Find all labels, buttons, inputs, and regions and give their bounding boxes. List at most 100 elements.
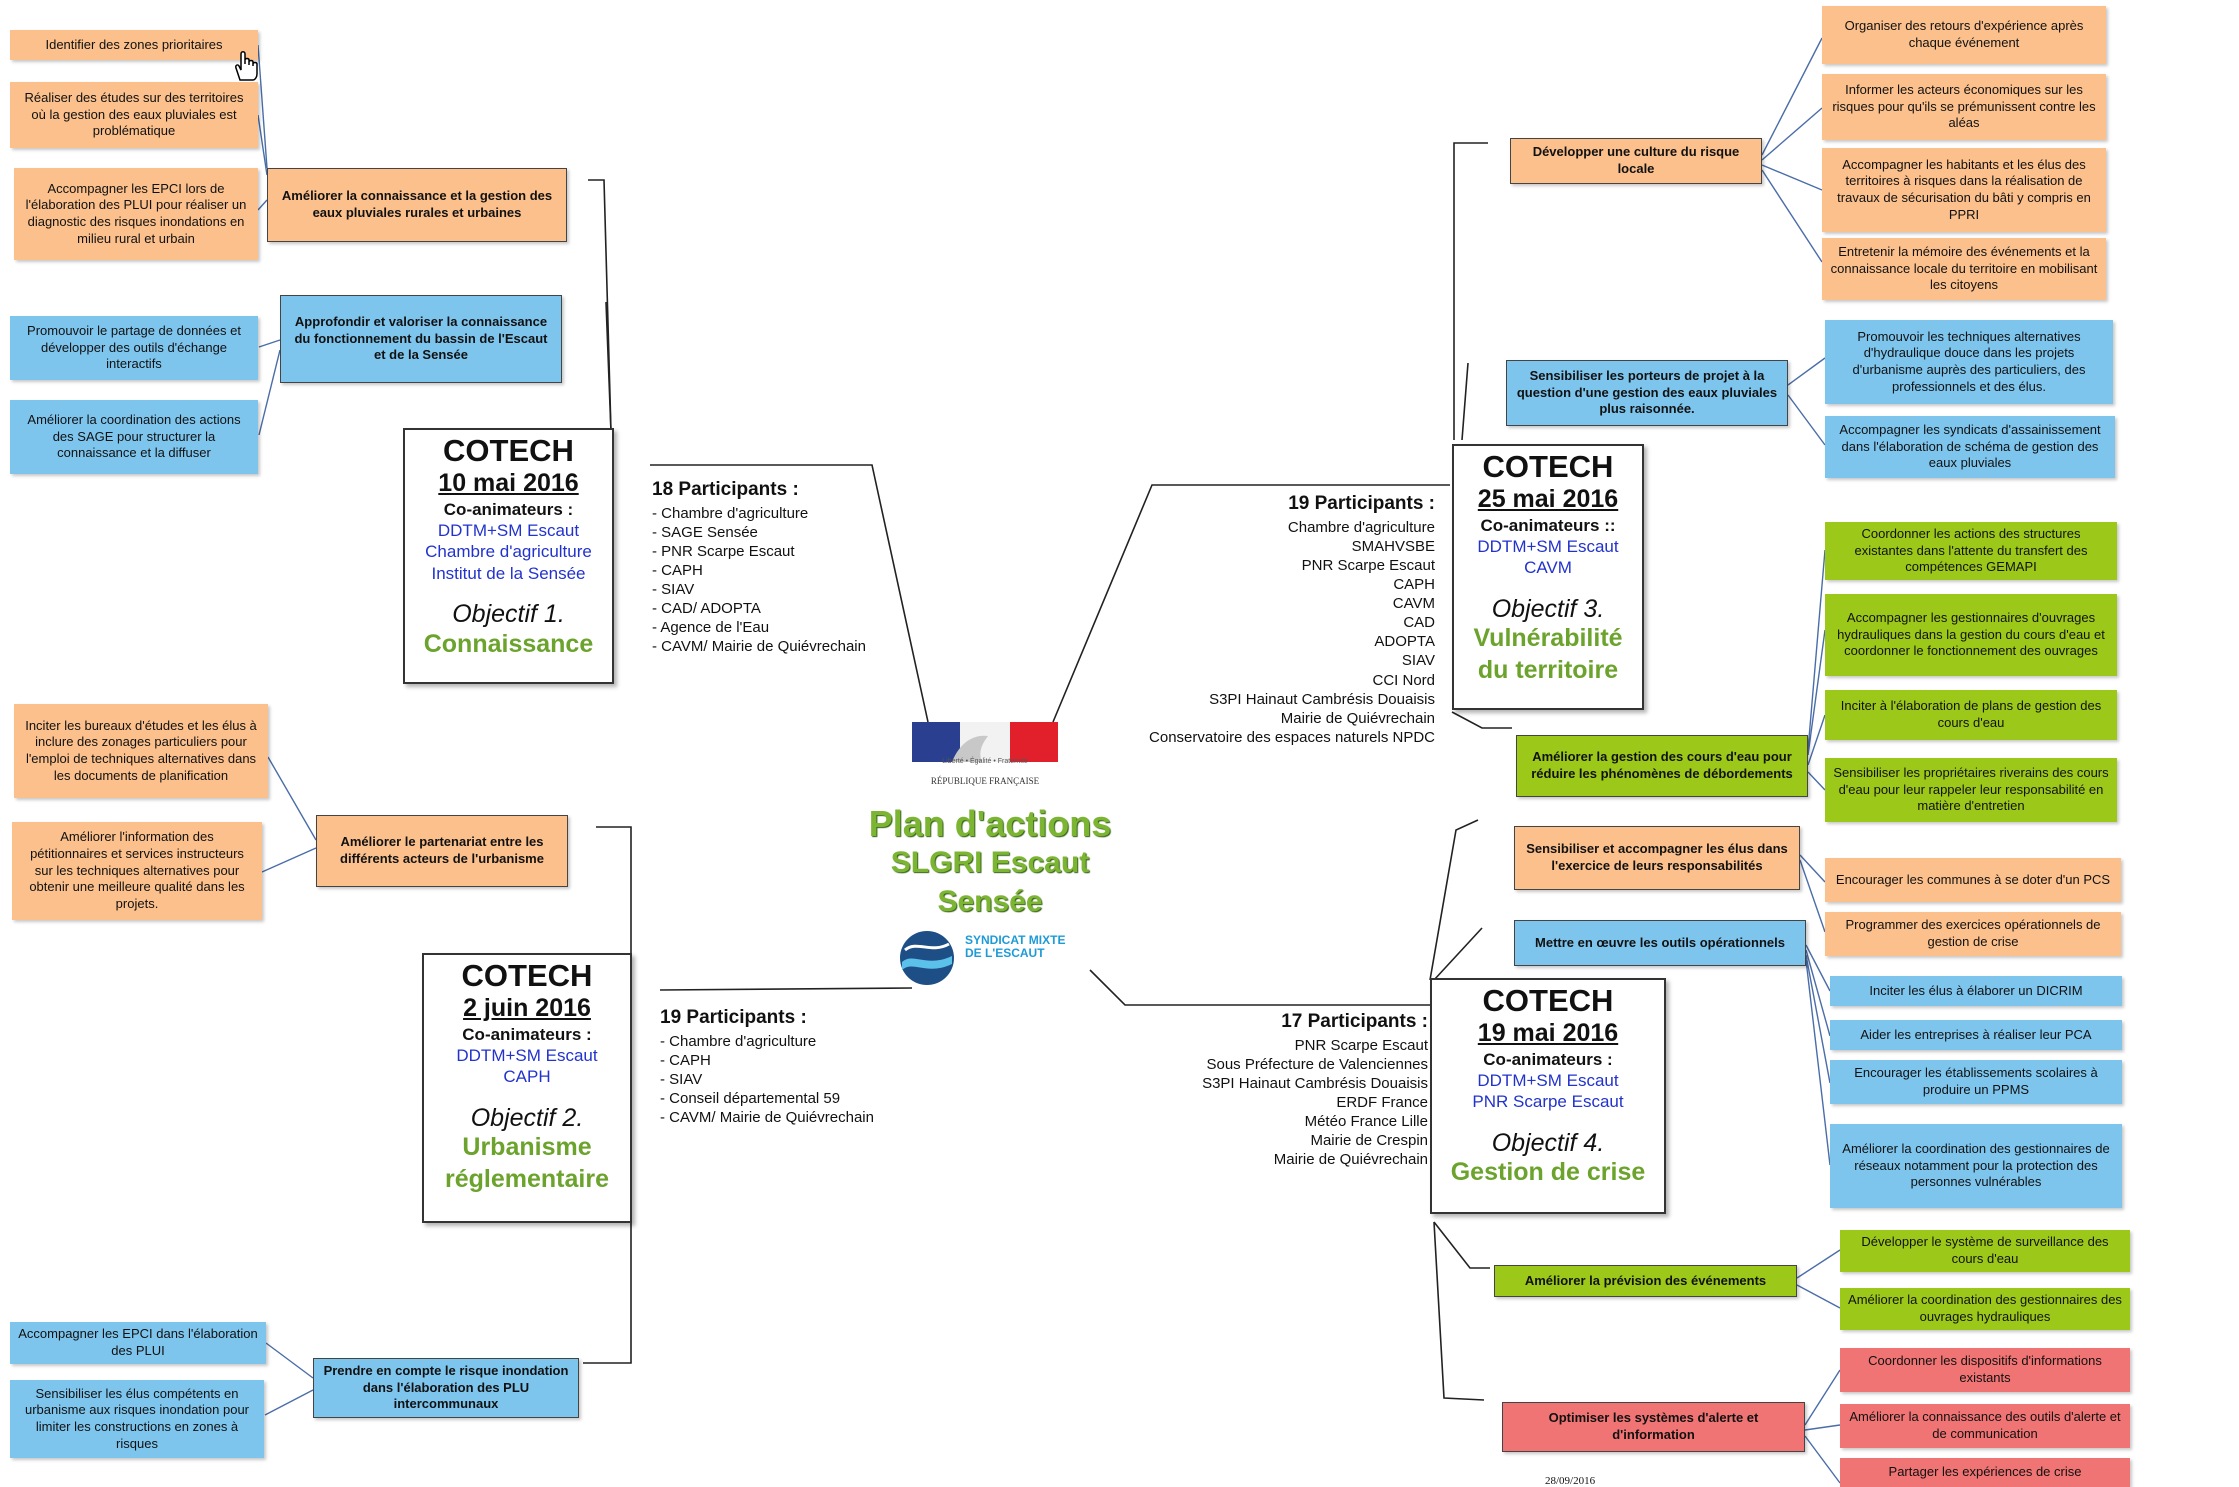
republique-francaise-logo xyxy=(912,722,1058,762)
action-alerte-information[interactable]: Optimiser les systèmes d'alerte et d'inf… xyxy=(1502,1402,1805,1452)
action-prevision-evenements[interactable]: Améliorer la prévision des événements xyxy=(1494,1265,1797,1297)
participant: - CAPH xyxy=(652,562,703,580)
page-subtitle: Sensée xyxy=(937,884,1043,918)
leaf-accompagner-epci-diagnostic[interactable]: Accompagner les EPCI lors de l'élaborati… xyxy=(14,168,258,260)
participant: S3PI Hainaut Cambrésis Douaisis xyxy=(1209,690,1435,708)
objectif-theme: Connaissance xyxy=(423,629,594,658)
leaf-experiences-crise[interactable]: Partager les expériences de crise xyxy=(1840,1458,2130,1487)
participant: - CAD/ ADOPTA xyxy=(652,600,761,618)
participant: CAVM xyxy=(1392,595,1435,613)
action-sensibiliser-elus[interactable]: Sensibiliser et accompagner les élus dan… xyxy=(1514,826,1800,890)
action-sensibiliser-porteurs[interactable]: Sensibiliser les porteurs de projet à la… xyxy=(1506,360,1788,426)
leaf-coordonner-structures[interactable]: Coordonner les actions des structures ex… xyxy=(1825,522,2117,580)
coanimateurs-label: Co-animateurs :: xyxy=(1480,516,1616,536)
participant: - Conseil départemental 59 xyxy=(660,1090,841,1108)
participants-heading: 19 Participants : xyxy=(1288,493,1435,514)
participant: Sous Préfecture de Valenciennes xyxy=(1206,1056,1428,1074)
leaf-ameliorer-information-petitionnaires[interactable]: Améliorer l'information des pétitionnair… xyxy=(12,822,262,920)
participants-heading: 18 Participants : xyxy=(652,479,799,500)
participant: Conservatoire des espaces naturels NPDC xyxy=(1149,728,1435,746)
cotech-date: 10 mai 2016 xyxy=(438,469,579,498)
cotech-objectif-1[interactable]: COTECH 10 mai 2016 Co-animateurs : DDTM+… xyxy=(403,428,614,684)
leaf-pca[interactable]: Aider les entreprises à réaliser leur PC… xyxy=(1830,1020,2122,1050)
leaf-accompagner-habitants[interactable]: Accompagner les habitants et les élus de… xyxy=(1822,148,2106,232)
leaf-informer-acteurs-economiques[interactable]: Informer les acteurs économiques sur les… xyxy=(1822,74,2106,140)
action-approfondir-connaissance[interactable]: Approfondir et valoriser la connaissance… xyxy=(280,295,562,383)
participant: S3PI Hainaut Cambrésis Douaisis xyxy=(1202,1075,1428,1093)
participant: CCI Nord xyxy=(1372,671,1435,689)
flag-caption: RÉPUBLIQUE FRANÇAISE xyxy=(930,776,1040,786)
participant: SMAHVSBE xyxy=(1351,538,1435,556)
coanimateurs-label: Co-animateurs : xyxy=(1483,1050,1613,1070)
participant: - Chambre d'agriculture xyxy=(652,505,809,523)
leaf-exercices-operationnels[interactable]: Programmer des exercices opérationnels d… xyxy=(1825,912,2121,956)
leaf-accompagner-gestionnaires-ouvrages[interactable]: Accompagner les gestionnaires d'ouvrages… xyxy=(1825,594,2117,676)
action-partenariat-urbanisme[interactable]: Améliorer le partenariat entre les diffé… xyxy=(316,815,568,887)
objectif-theme: Vulnérabilité xyxy=(1473,624,1623,653)
action-eaux-pluviales[interactable]: Améliorer la connaissance et la gestion … xyxy=(267,168,567,242)
leaf-sensibiliser-elus-urbanisme[interactable]: Sensibiliser les élus compétents en urba… xyxy=(10,1380,264,1458)
leaf-accompagner-epci-plui[interactable]: Accompagner les EPCI dans l'élaboration … xyxy=(10,1322,266,1364)
leaf-surveillance-cours-eau[interactable]: Développer le système de surveillance de… xyxy=(1840,1230,2130,1272)
participant: Météo France Lille xyxy=(1304,1113,1428,1131)
participants-objectif-2: 19 Participants : - Chambre d'agricultur… xyxy=(660,1006,874,1127)
leaf-identifier-zones[interactable]: Identifier des zones prioritaires xyxy=(10,30,258,60)
coanimateur: CAPH xyxy=(503,1067,551,1087)
cotech-objectif-3[interactable]: COTECH 25 mai 2016 Co-animateurs :: DDTM… xyxy=(1452,444,1644,710)
participants-objectif-1: 18 Participants : - Chambre d'agricultur… xyxy=(652,478,866,657)
page-title: Plan d'actions xyxy=(868,803,1112,844)
leaf-retours-experience[interactable]: Organiser des retours d'expérience après… xyxy=(1822,6,2106,64)
coanimateur: PNR Scarpe Escaut xyxy=(1472,1092,1624,1112)
participant: - CAVM/ Mairie de Quiévrechain xyxy=(660,1109,874,1127)
participant: - Agence de l'Eau xyxy=(652,619,770,637)
flag-motto: Liberté • Égalité • Fraternité xyxy=(942,758,1028,765)
coanimateur: Institut de la Sensée xyxy=(431,563,586,583)
objectif-label: Objectif 3. xyxy=(1491,594,1605,623)
participant: PNR Scarpe Escaut xyxy=(1301,557,1435,575)
participant: - CAPH xyxy=(660,1052,711,1070)
coanimateur: DDTM+SM Escaut xyxy=(1477,537,1619,557)
leaf-ppms[interactable]: Encourager les établissements scolaires … xyxy=(1830,1060,2122,1104)
cotech-date: 2 juin 2016 xyxy=(463,994,591,1023)
coanimateur: Chambre d'agriculture xyxy=(425,542,592,562)
cotech-title: COTECH xyxy=(443,433,574,468)
cotech-title: COTECH xyxy=(1482,449,1614,484)
leaf-dicrim[interactable]: Inciter les élus à élaborer un DICRIM xyxy=(1830,976,2122,1006)
action-culture-risque[interactable]: Développer une culture du risque locale xyxy=(1510,138,1762,184)
leaf-techniques-alternatives[interactable]: Promouvoir les techniques alternatives d… xyxy=(1825,320,2113,404)
cotech-title: COTECH xyxy=(1482,983,1614,1018)
leaf-plans-gestion[interactable]: Inciter à l'élaboration de plans de gest… xyxy=(1825,690,2117,740)
leaf-inciter-bureaux-etudes[interactable]: Inciter les bureaux d'études et les élus… xyxy=(14,704,268,798)
cotech-objectif-4[interactable]: COTECH 19 mai 2016 Co-animateurs : DDTM+… xyxy=(1430,978,1666,1214)
leaf-entretenir-memoire[interactable]: Entretenir la mémoire des événements et … xyxy=(1822,238,2106,300)
leaf-proprietaires-riverains[interactable]: Sensibiliser les propriétaires riverains… xyxy=(1825,758,2117,822)
cotech-objectif-2[interactable]: COTECH 2 juin 2016 Co-animateurs : DDTM+… xyxy=(422,953,632,1223)
leaf-promouvoir-partage-donnees[interactable]: Promouvoir le partage de données et déve… xyxy=(10,316,258,380)
leaf-outils-alerte[interactable]: Améliorer la connaissance des outils d'a… xyxy=(1840,1404,2130,1448)
action-outils-operationnels[interactable]: Mettre en œuvre les outils opérationnels xyxy=(1514,920,1806,966)
hand-cursor-icon xyxy=(235,51,258,81)
participant: Mairie de Quiévrechain xyxy=(1280,709,1435,727)
leaf-coordination-sage[interactable]: Améliorer la coordination des actions de… xyxy=(10,400,258,474)
center-title-block: Plan d'actions SLGRI Escaut Sensée xyxy=(840,805,1140,921)
leaf-dispositifs-informations[interactable]: Coordonner les dispositifs d'information… xyxy=(1840,1348,2130,1392)
participants-objectif-4: 17 Participants : PNR Scarpe Escaut Sous… xyxy=(1120,1010,1428,1169)
action-risque-plu[interactable]: Prendre en compte le risque inondation d… xyxy=(313,1358,579,1418)
participant: CAPH xyxy=(1393,576,1435,594)
leaf-syndicats-assainissement[interactable]: Accompagner les syndicats d'assainisseme… xyxy=(1825,416,2115,478)
participants-heading: 17 Participants : xyxy=(1281,1011,1428,1032)
leaf-communes-pcs[interactable]: Encourager les communes à se doter d'un … xyxy=(1825,858,2121,902)
objectif-label: Objectif 2. xyxy=(470,1103,584,1132)
objectif-theme: Urbanisme xyxy=(462,1133,592,1162)
participant: CAD xyxy=(1403,614,1435,632)
coanimateurs-label: Co-animateurs : xyxy=(443,500,574,520)
coanimateur: CAVM xyxy=(1524,558,1572,578)
participant: PNR Scarpe Escaut xyxy=(1294,1037,1428,1055)
leaf-gestionnaires-reseaux[interactable]: Améliorer la coordination des gestionnai… xyxy=(1830,1124,2122,1208)
leaf-realiser-etudes[interactable]: Réaliser des études sur des territoires … xyxy=(10,82,258,148)
action-gestion-cours-eau[interactable]: Améliorer la gestion des cours d'eau pou… xyxy=(1516,735,1808,797)
coanimateur: DDTM+SM Escaut xyxy=(437,521,580,541)
leaf-coordination-ouvrages[interactable]: Améliorer la coordination des gestionnai… xyxy=(1840,1288,2130,1330)
page-subtitle: SLGRI Escaut xyxy=(890,845,1090,879)
